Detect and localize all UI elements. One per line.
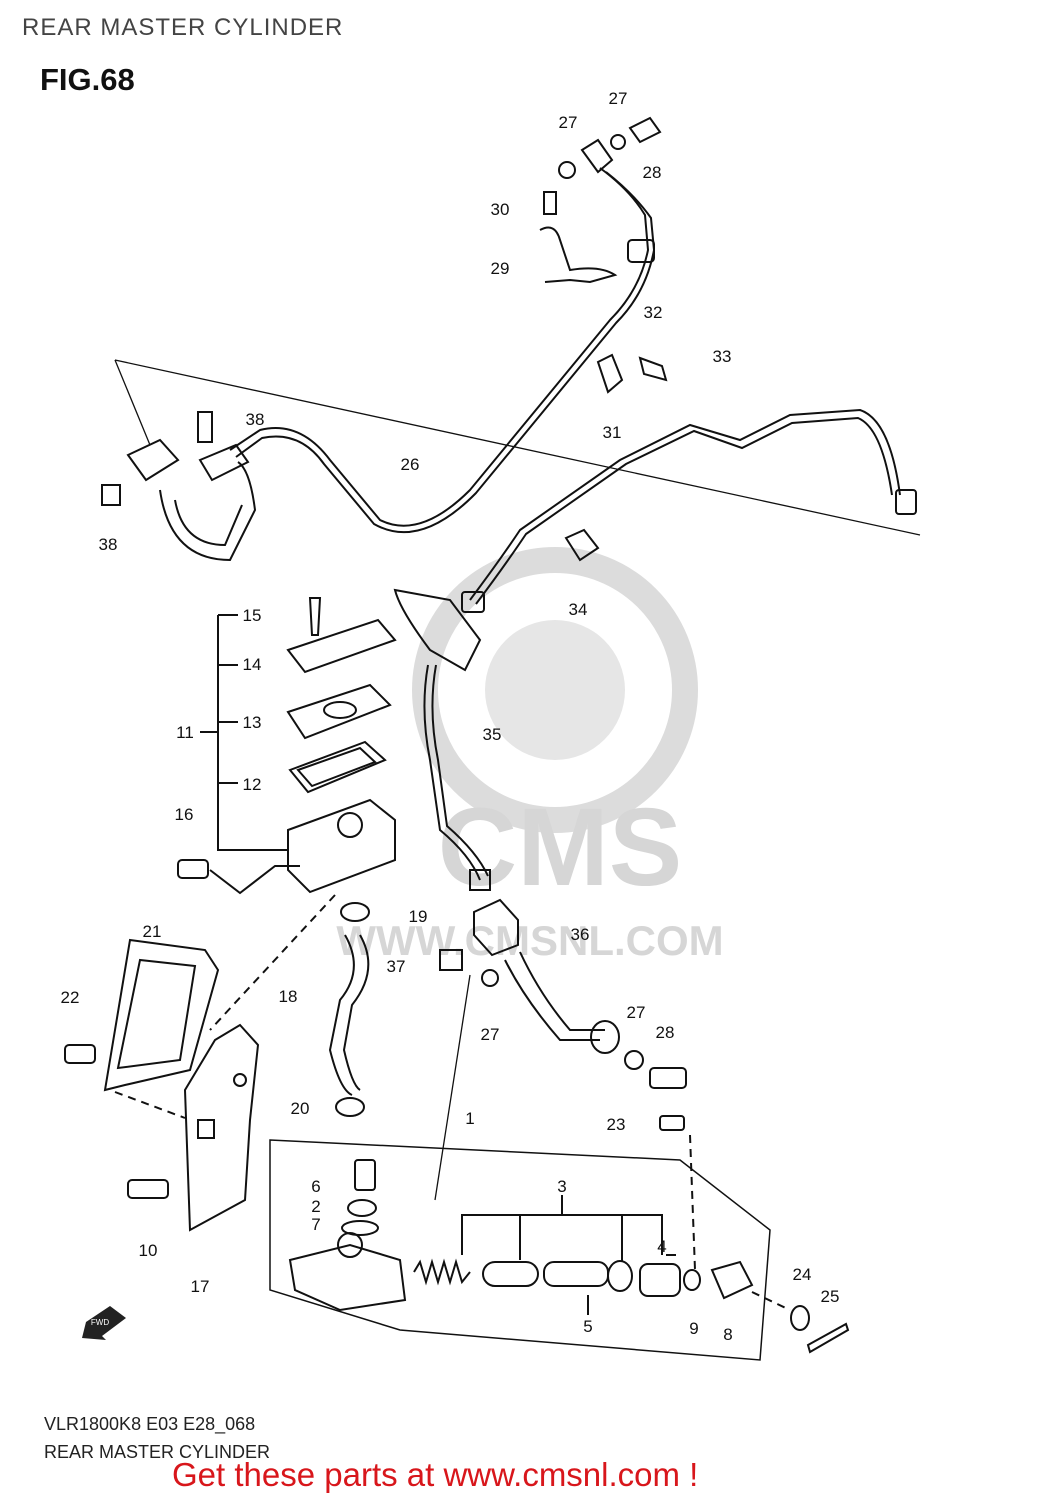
part-label: 5 xyxy=(583,1317,592,1336)
part-labels: 27 27 28 30 29 32 33 31 26 38 38 34 15 1… xyxy=(61,89,840,1344)
part-label: 25 xyxy=(821,1287,840,1306)
part-label: 11 xyxy=(176,723,194,742)
part-label: 22 xyxy=(61,988,80,1007)
part-label: 8 xyxy=(723,1325,732,1344)
part-label: 32 xyxy=(644,303,663,322)
part-label: 1 xyxy=(465,1109,474,1128)
part-label: 15 xyxy=(243,606,262,625)
part-label: 3 xyxy=(557,1177,566,1196)
watermark-logo: CMS WWW.CMSNL.COM xyxy=(336,547,724,964)
part-label: 19 xyxy=(409,907,428,926)
part-label: 16 xyxy=(175,805,194,824)
footer-code: VLR1800K8 E03 E28_068 xyxy=(44,1414,256,1434)
promo-link[interactable]: Get these parts at www.cmsnl.com ! xyxy=(172,1456,699,1493)
part-label: 28 xyxy=(643,163,662,182)
part-label: 27 xyxy=(481,1025,500,1044)
part-label: 14 xyxy=(243,655,262,674)
part-label: 7 xyxy=(311,1215,320,1234)
part-label: 12 xyxy=(243,775,262,794)
part-label: 33 xyxy=(713,347,732,366)
part-label: 17 xyxy=(191,1277,210,1296)
fwd-arrow-icon: FWD xyxy=(82,1306,126,1340)
watermark-brand: CMS xyxy=(438,786,682,909)
part-label: 20 xyxy=(291,1099,310,1118)
part-label: 38 xyxy=(99,535,118,554)
page-title: REAR MASTER CYLINDER xyxy=(22,14,344,41)
part-label: 24 xyxy=(793,1265,812,1284)
part-label: 34 xyxy=(569,600,588,619)
part-label: 35 xyxy=(483,725,502,744)
part-label: 9 xyxy=(689,1319,698,1338)
part-label: 6 xyxy=(311,1177,320,1196)
part-label: 13 xyxy=(243,713,262,732)
part-label: 27 xyxy=(627,1003,646,1022)
part-label: 31 xyxy=(603,423,622,442)
part-label: 4 xyxy=(657,1237,666,1256)
footer-title: REAR MASTER CYLINDER xyxy=(44,1442,271,1462)
part-label: 2 xyxy=(311,1197,320,1216)
part-label: 23 xyxy=(607,1115,626,1134)
part-label: 28 xyxy=(656,1023,675,1042)
part-label: 27 xyxy=(559,113,578,132)
part-label: 10 xyxy=(139,1241,158,1260)
part-label: 27 xyxy=(609,89,628,108)
part-label: 29 xyxy=(491,259,510,278)
part-label: 30 xyxy=(491,200,510,219)
fwd-arrow-label: FWD xyxy=(91,1318,109,1327)
part-label: 38 xyxy=(246,410,265,429)
part-label: 26 xyxy=(401,455,420,474)
part-label: 18 xyxy=(279,987,298,1006)
figure-number: FIG.68 xyxy=(40,62,135,97)
watermark-site: WWW.CMSNL.COM xyxy=(336,917,723,964)
part-label: 21 xyxy=(143,922,162,941)
part-label: 37 xyxy=(387,957,406,976)
part-label: 36 xyxy=(571,925,590,944)
